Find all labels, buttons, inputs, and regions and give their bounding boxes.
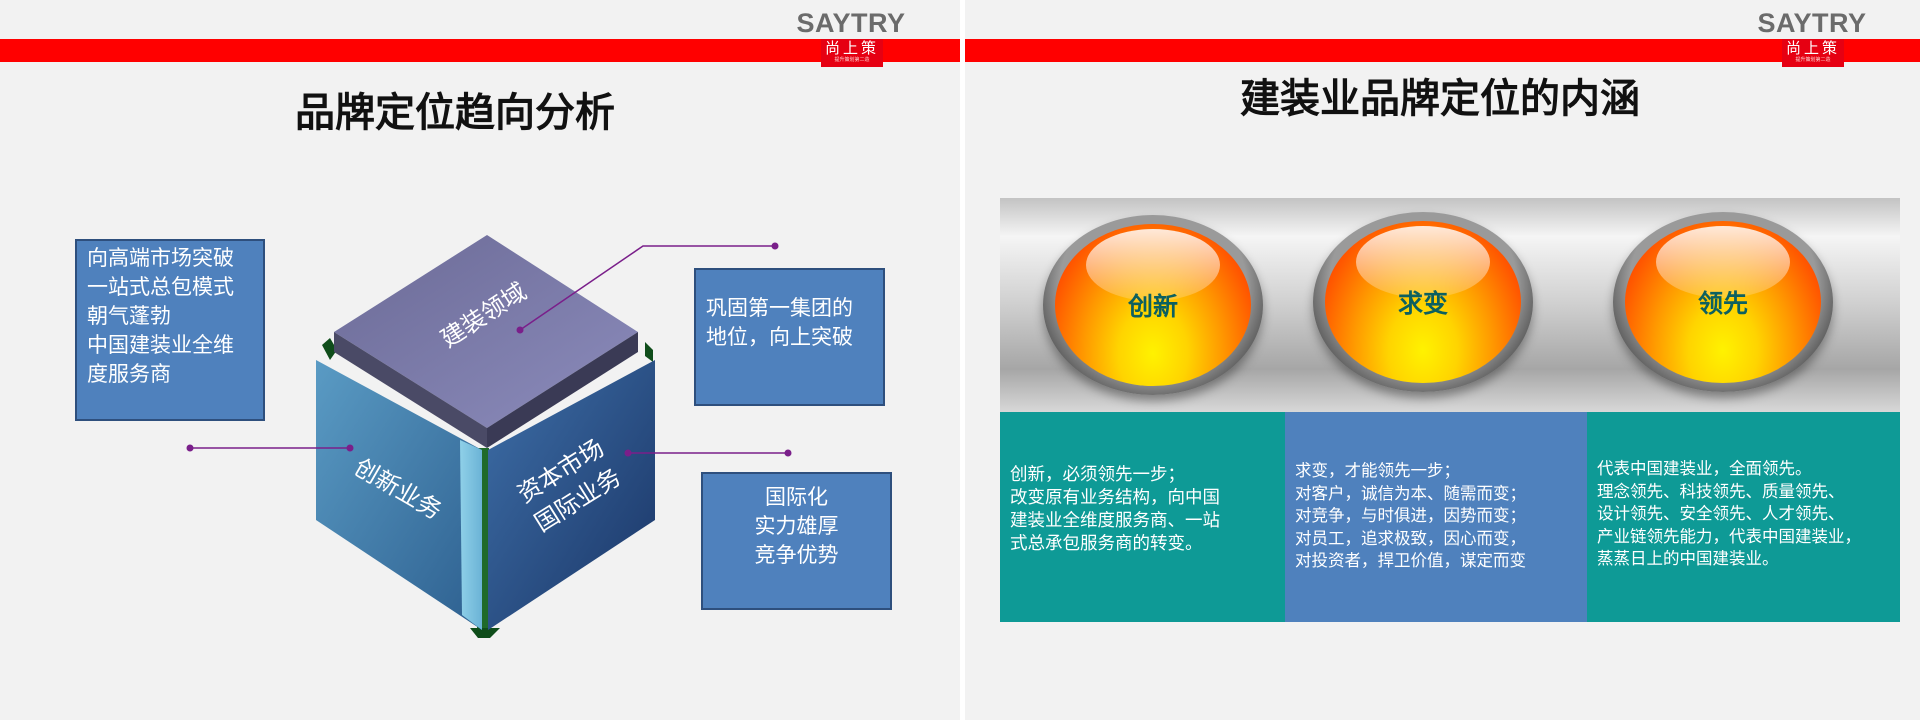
column-leading: 代表中国建装业，全面领先。 理念领先、科技领先、质量领先、 设计领先、安全领先、… bbox=[1587, 412, 1900, 622]
cube-right-face bbox=[488, 360, 655, 630]
callout-dot bbox=[784, 449, 792, 457]
text-line: 理念领先、科技领先、质量领先、 bbox=[1597, 481, 1845, 501]
text-line: 对员工，追求极致，因心而变， bbox=[1295, 528, 1526, 548]
cube-left-face bbox=[316, 360, 482, 630]
cube-top-face-side bbox=[334, 332, 487, 448]
cube-edge-shadow bbox=[645, 342, 653, 362]
logo-tagline: 提升策划第二造 bbox=[1795, 57, 1831, 63]
callout-line-top bbox=[519, 245, 775, 331]
button-change: 求变 bbox=[1313, 212, 1533, 392]
button-label: 求变 bbox=[1397, 289, 1448, 318]
text-line: 求变，才能领先一步； bbox=[1295, 461, 1460, 480]
text-line: 改变原有业务结构，向中国 bbox=[1010, 488, 1220, 508]
header-red-bar bbox=[0, 39, 960, 62]
text-line: 地位，向上突破 bbox=[706, 325, 853, 349]
cube-top-face-side bbox=[487, 332, 638, 448]
text-line: 一站式总包模式 bbox=[87, 275, 234, 299]
logo-badge: 尚上策 提升策划第二造 bbox=[821, 39, 883, 67]
column-change: 求变，才能领先一步； 对客户，诚信为本、随需而变； 对竞争，与时俱进，因势而变；… bbox=[1285, 412, 1587, 622]
logo-tagline: 提升策划第二造 bbox=[834, 57, 870, 63]
cube-left-face-highlight bbox=[460, 440, 482, 630]
text-line: 度服务商 bbox=[87, 362, 171, 386]
text-line: 对竞争，与时俱进，因势而变； bbox=[1295, 506, 1526, 525]
cube-edge-shadow bbox=[322, 338, 337, 360]
text-line: 巩固第一集团的 bbox=[706, 296, 853, 320]
text-line: 朝气蓬勃 bbox=[87, 304, 171, 328]
callout-dot bbox=[346, 444, 354, 452]
text-line: 建装业全维度服务商、一站 bbox=[1010, 511, 1220, 531]
cube-edge-shadow bbox=[470, 628, 500, 638]
button-gloss bbox=[1356, 226, 1490, 298]
button-label: 领先 bbox=[1697, 289, 1748, 318]
button-leading: 领先 bbox=[1613, 212, 1833, 392]
text-line: 国际化 bbox=[765, 485, 828, 509]
column-innovation: 创新，必须领先一步； 改变原有业务结构，向中国 建装业全维度服务商、一站 式总承… bbox=[1000, 412, 1285, 622]
textbox-consolidate-position: 巩固第一集团的 地位，向上突破 bbox=[694, 268, 885, 406]
header-red-bar bbox=[965, 39, 1920, 62]
button-gloss bbox=[1086, 229, 1220, 301]
logo-brand: SAYTRY bbox=[796, 8, 906, 38]
text-line: 实力雄厚 bbox=[754, 514, 839, 538]
text-line: 竞争优势 bbox=[754, 543, 839, 567]
saytry-logo: SAYTRY 尚上策 提升策划第二造 bbox=[1754, 8, 1870, 67]
cube-top-face bbox=[334, 235, 638, 428]
text-line: 式总承包服务商的转变。 bbox=[1010, 534, 1203, 554]
text-line: 蒸蒸日上的中国建装业。 bbox=[1597, 549, 1779, 568]
logo-chinese: 尚上策 bbox=[1785, 39, 1840, 57]
cube-diagram: 建装领域 创新业务 资本市场 国际业务 bbox=[186, 235, 792, 638]
slide-divider bbox=[960, 0, 965, 720]
text-line: 创新，必须领先一步； bbox=[1010, 465, 1185, 485]
textbox-internationalization: 国际化 实力雄厚 竞争优势 bbox=[701, 472, 892, 610]
page-title: 品牌定位趋向分析 bbox=[295, 89, 615, 136]
text-line: 产业链领先能力，代表中国建装业， bbox=[1597, 526, 1861, 546]
callout-dot bbox=[624, 449, 632, 457]
text-line: 向高端市场突破 bbox=[87, 246, 234, 270]
slide-brand-connotation: SAYTRY 尚上策 提升策划第二造 建装业品牌定位的内涵 创新 求变 领先 创… bbox=[965, 0, 1920, 720]
text-line: 对客户，诚信为本、随需而变； bbox=[1295, 483, 1526, 503]
callout-dot bbox=[771, 242, 779, 250]
text-line: 代表中国建装业，全面领先。 bbox=[1597, 459, 1812, 478]
saytry-logo: SAYTRY 尚上策 提升策划第二造 bbox=[793, 8, 909, 67]
logo-chinese: 尚上策 bbox=[824, 39, 879, 57]
text-line: 对投资者，捍卫价值，谋定而变 bbox=[1295, 551, 1526, 570]
callout-dot bbox=[186, 444, 194, 452]
button-gloss bbox=[1656, 226, 1790, 298]
text-line: 中国建装业全维 bbox=[87, 333, 234, 357]
button-innovation: 创新 bbox=[1043, 215, 1263, 395]
logo-brand: SAYTRY bbox=[1757, 8, 1867, 38]
slide-brand-positioning-analysis: SAYTRY 尚上策 提升策划第二造 品牌定位趋向分析 bbox=[0, 8, 960, 638]
logo-badge: 尚上策 提升策划第二造 bbox=[1782, 39, 1844, 67]
page-title: 建装业品牌定位的内涵 bbox=[1240, 75, 1640, 122]
callout-dot bbox=[516, 326, 524, 334]
textbox-high-end-market: 向高端市场突破 一站式总包模式 朝气蓬勃 中国建装业全维 度服务商 bbox=[75, 239, 265, 421]
button-label: 创新 bbox=[1127, 292, 1178, 321]
text-line: 设计领先、安全领先、人才领先、 bbox=[1597, 504, 1845, 523]
